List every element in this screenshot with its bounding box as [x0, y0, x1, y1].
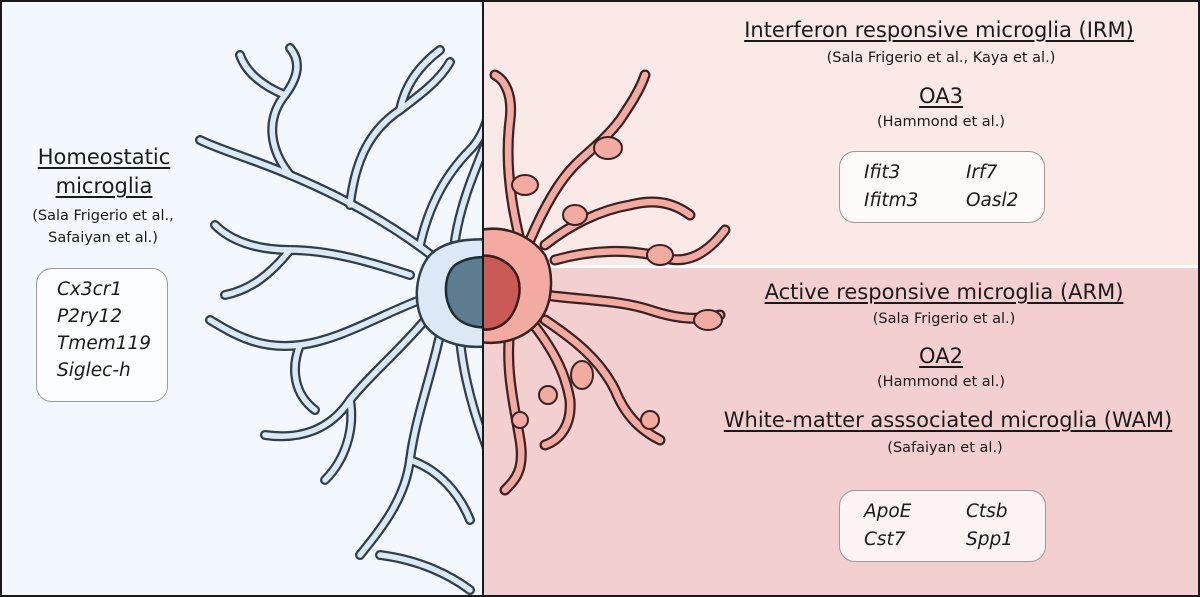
homeostatic-title-line2: microglia [55, 174, 153, 198]
homeostatic-microglia-cell [195, 43, 483, 595]
gene-label: Ctsb [966, 501, 1008, 522]
gene-label: Ifitm3 [864, 190, 919, 211]
process-swellings [511, 136, 723, 430]
reactive-microglia-cell [483, 69, 731, 496]
gene-label: Oasl2 [966, 190, 1019, 211]
homeostatic-citation-line1: (Sala Frigerio et al., [32, 208, 174, 224]
homeostatic-nucleus [444, 255, 483, 329]
oa2-citation: (Hammond et al.) [877, 374, 1005, 390]
gene-label: Ifit3 [864, 162, 901, 183]
oa3-title: OA3 [919, 84, 963, 108]
arm-title: Active responsive microglia (ARM) [764, 280, 1124, 304]
arm-citation: (Sala Frigerio et al.) [872, 311, 1016, 327]
gene-label: Tmem119 [57, 333, 152, 354]
gene-label: Siglec-h [57, 360, 131, 381]
gene-label: P2ry12 [57, 306, 123, 327]
homeostatic-citation-line2: Safaiyan et al.) [48, 230, 158, 246]
irm-title: Interferon responsive microglia (IRM) [744, 18, 1134, 42]
irm-gene-box: Ifit3 Irf7 Ifitm3 Oasl2 [839, 151, 1045, 223]
wam-citation: (Safaiyan et al.) [887, 440, 1003, 456]
wam-title: White-matter asssociated microglia (WAM) [723, 408, 1173, 432]
gene-label: Cx3cr1 [57, 279, 123, 300]
gene-label: ApoE [864, 501, 912, 522]
homeostatic-gene-box: Cx3cr1 P2ry12 Tmem119 Siglec-h [36, 268, 168, 402]
oa3-citation: (Hammond et al.) [877, 114, 1005, 130]
arm-gene-box: ApoE Ctsb Cst7 Spp1 [839, 490, 1046, 562]
gene-label: Spp1 [966, 529, 1013, 550]
irm-citation: (Sala Frigerio et al., Kaya et al.) [826, 50, 1056, 66]
gene-label: Cst7 [864, 529, 906, 550]
gene-label: Irf7 [966, 162, 998, 183]
homeostatic-title-line1: Homeostatic [37, 145, 171, 169]
oa2-title: OA2 [919, 344, 963, 368]
reactive-nucleus [483, 254, 521, 331]
